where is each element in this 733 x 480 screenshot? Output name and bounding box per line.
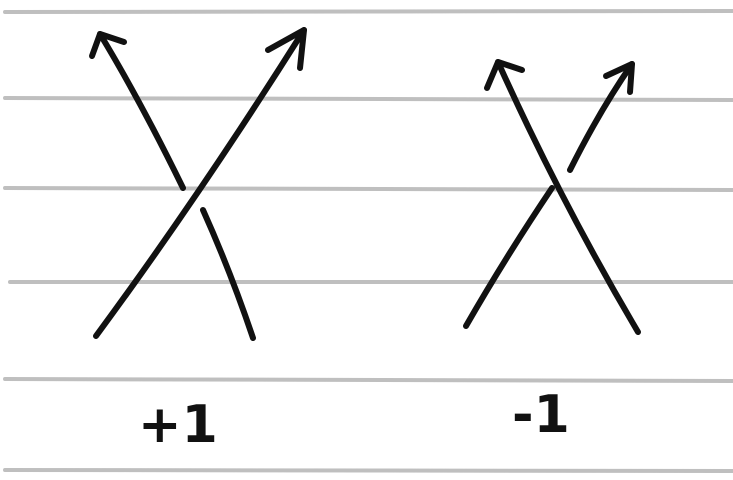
positive-crossing: +1 [89, 27, 307, 455]
ruled-lines [3, 9, 733, 473]
arrowhead-icon [484, 59, 525, 91]
arrowhead-icon [265, 27, 307, 71]
crossing-label-negative: -1 [512, 385, 570, 445]
ruled-line [3, 9, 733, 14]
arrowhead-icon [89, 31, 127, 59]
over-strand [93, 27, 307, 339]
ruled-line [3, 186, 733, 192]
ruled-line [3, 96, 733, 102]
over-strand [495, 59, 641, 335]
arrowhead-icon [603, 61, 635, 95]
crossing-label-positive: +1 [138, 395, 218, 455]
under-strand-lower [463, 185, 555, 329]
under-strand-lower [200, 207, 256, 341]
under-strand-upper [567, 61, 635, 173]
under-strand-upper [97, 31, 186, 191]
ruled-line [3, 468, 733, 473]
ruled-line [3, 377, 733, 383]
negative-crossing: -1 [463, 59, 641, 445]
